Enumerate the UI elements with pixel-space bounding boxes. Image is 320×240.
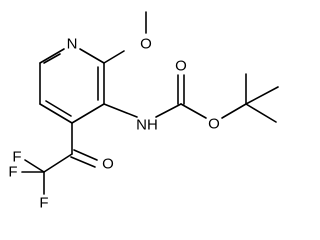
atom-label-nh: NH (136, 117, 158, 134)
bond-c4-c3 (71, 103, 105, 124)
bond-c5-c4-double (45, 100, 72, 117)
bond-tbu-methyl-right (245, 86, 279, 105)
chemical-structure-diagram: N O NH O O O F F F (8, 11, 279, 212)
trifluoroacetyl-group (21, 122, 98, 195)
atom-label-f-top: F (12, 149, 21, 166)
bond-tbu-methyl-down (245, 103, 277, 123)
bond-ketone-c-o-double-1 (73, 149, 98, 161)
atom-label-ring-n: N (67, 36, 78, 53)
bond-carbonyl-c-ester-o (180, 103, 207, 119)
methoxy-group (103, 11, 147, 64)
atom-label-carbamate-carbonyl-o: O (175, 58, 187, 75)
bond-c3-n (103, 103, 138, 118)
bond-c2-o-methoxy (103, 50, 125, 64)
boc-carbamate-group (103, 73, 279, 123)
atom-label-f-bottom: F (39, 195, 48, 212)
bond-cf3-f-top (24, 159, 45, 173)
bond-n1-c6-double (43, 53, 61, 64)
bond-n-carbonyl-c (155, 103, 182, 118)
pyridine-ring (39, 48, 105, 124)
atom-label-ketone-o: O (102, 156, 114, 173)
bond-n1-c6 (39, 48, 65, 64)
bond-carbonyl-c-cf3 (43, 153, 73, 173)
atom-label-f-left: F (8, 164, 17, 181)
bond-ester-o-tbu-c (221, 103, 247, 119)
bond-c2-n1 (79, 48, 105, 64)
bond-c5-c4 (39, 103, 73, 124)
atom-label-carbamate-ester-o: O (208, 116, 220, 133)
atom-label-methoxy-o: O (140, 36, 152, 53)
bond-ketone-c-o-double-2 (70, 156, 96, 168)
